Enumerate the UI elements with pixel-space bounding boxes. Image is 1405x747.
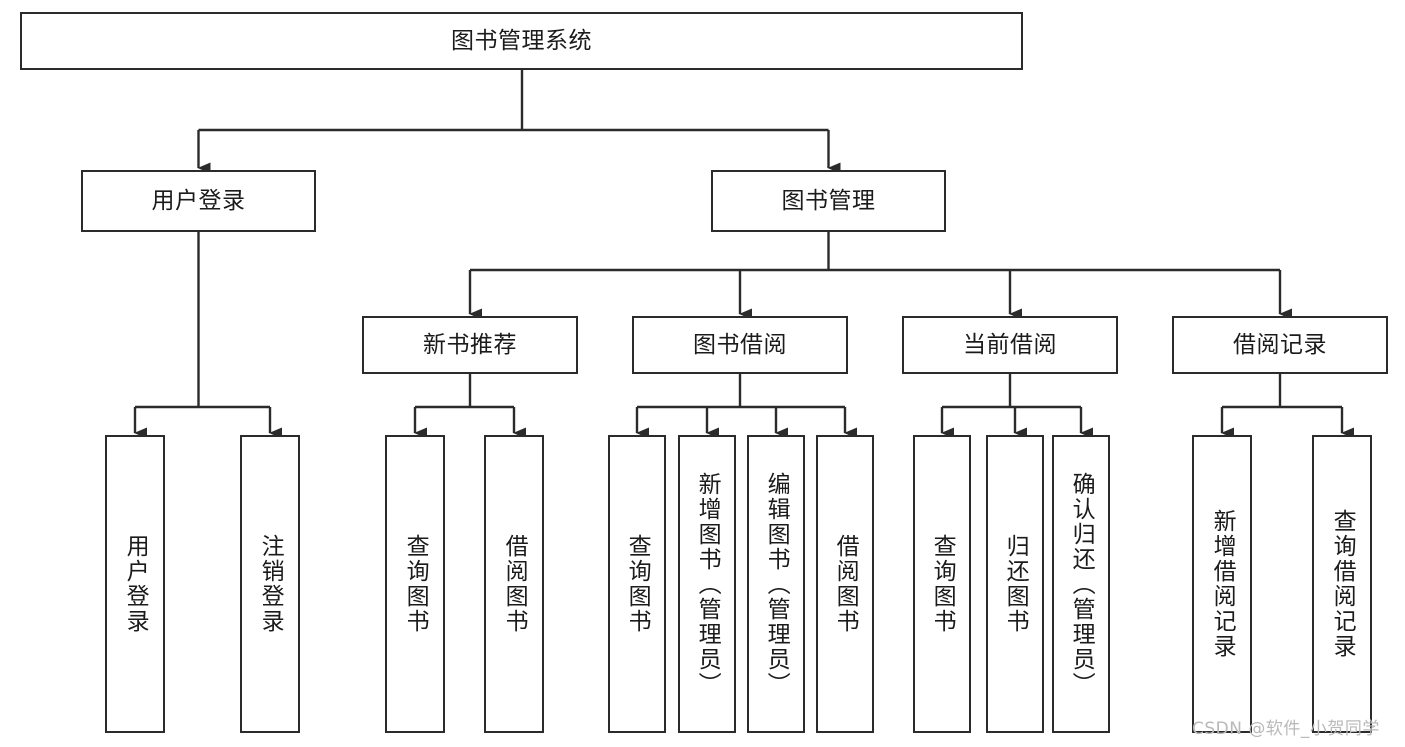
node-leaf-query-record-label: 查询借阅记录 <box>1329 509 1356 659</box>
node-root[interactable]: 图书管理系统 <box>20 12 1023 70</box>
node-leaf-edit-book[interactable]: 编辑图书（管理员） <box>747 435 805 733</box>
node-leaf-query-book-2-label: 查询图书 <box>624 534 651 634</box>
node-leaf-edit-book-label: 编辑图书（管理员） <box>763 471 790 697</box>
node-leaf-add-book-label: 新增图书（管理员） <box>694 471 721 697</box>
node-leaf-query-book-3-label: 查询图书 <box>929 534 956 634</box>
node-leaf-user-login[interactable]: 用户登录 <box>105 435 165 733</box>
node-leaf-query-book-3[interactable]: 查询图书 <box>913 435 971 733</box>
csdn-watermark: CSDN @软件_小贺同学 <box>1192 719 1380 739</box>
node-leaf-borrow-book-1[interactable]: 借阅图书 <box>484 435 544 733</box>
node-borrow-record[interactable]: 借阅记录 <box>1172 316 1388 374</box>
node-leaf-borrow-book-2[interactable]: 借阅图书 <box>816 435 874 733</box>
node-book-borrow[interactable]: 图书借阅 <box>632 316 848 374</box>
node-book-manage-label: 图书管理 <box>781 187 876 214</box>
node-root-label: 图书管理系统 <box>451 27 592 54</box>
node-leaf-add-book[interactable]: 新增图书（管理员） <box>678 435 736 733</box>
node-leaf-query-record[interactable]: 查询借阅记录 <box>1312 435 1372 733</box>
node-leaf-add-record-label: 新增借阅记录 <box>1209 509 1236 659</box>
connector-lines <box>133 70 1354 439</box>
node-leaf-return-book-label: 归还图书 <box>1002 534 1029 634</box>
node-leaf-user-login-label: 用户登录 <box>122 534 149 634</box>
node-borrow-record-label: 借阅记录 <box>1233 331 1327 358</box>
node-leaf-confirm-return-label: 确认归还（管理员） <box>1068 471 1095 697</box>
node-leaf-borrow-book-1-label: 借阅图书 <box>501 534 528 634</box>
node-leaf-return-book[interactable]: 归还图书 <box>986 435 1044 733</box>
node-new-book-recommend[interactable]: 新书推荐 <box>362 316 578 374</box>
node-leaf-query-book-1-label: 查询图书 <box>402 534 429 634</box>
node-leaf-query-book-1[interactable]: 查询图书 <box>385 435 445 733</box>
node-leaf-query-book-2[interactable]: 查询图书 <box>608 435 666 733</box>
node-book-borrow-label: 图书借阅 <box>693 331 787 358</box>
node-user-login[interactable]: 用户登录 <box>81 170 316 232</box>
node-user-login-label: 用户登录 <box>151 187 246 214</box>
node-book-manage[interactable]: 图书管理 <box>711 170 946 232</box>
node-new-book-recommend-label: 新书推荐 <box>423 331 517 358</box>
node-current-borrow-label: 当前借阅 <box>963 331 1057 358</box>
node-leaf-add-record[interactable]: 新增借阅记录 <box>1192 435 1252 733</box>
node-leaf-confirm-return[interactable]: 确认归还（管理员） <box>1052 435 1110 733</box>
node-current-borrow[interactable]: 当前借阅 <box>902 316 1118 374</box>
node-leaf-logout-label: 注销登录 <box>257 534 284 634</box>
node-leaf-borrow-book-2-label: 借阅图书 <box>832 534 859 634</box>
node-leaf-logout[interactable]: 注销登录 <box>240 435 300 733</box>
